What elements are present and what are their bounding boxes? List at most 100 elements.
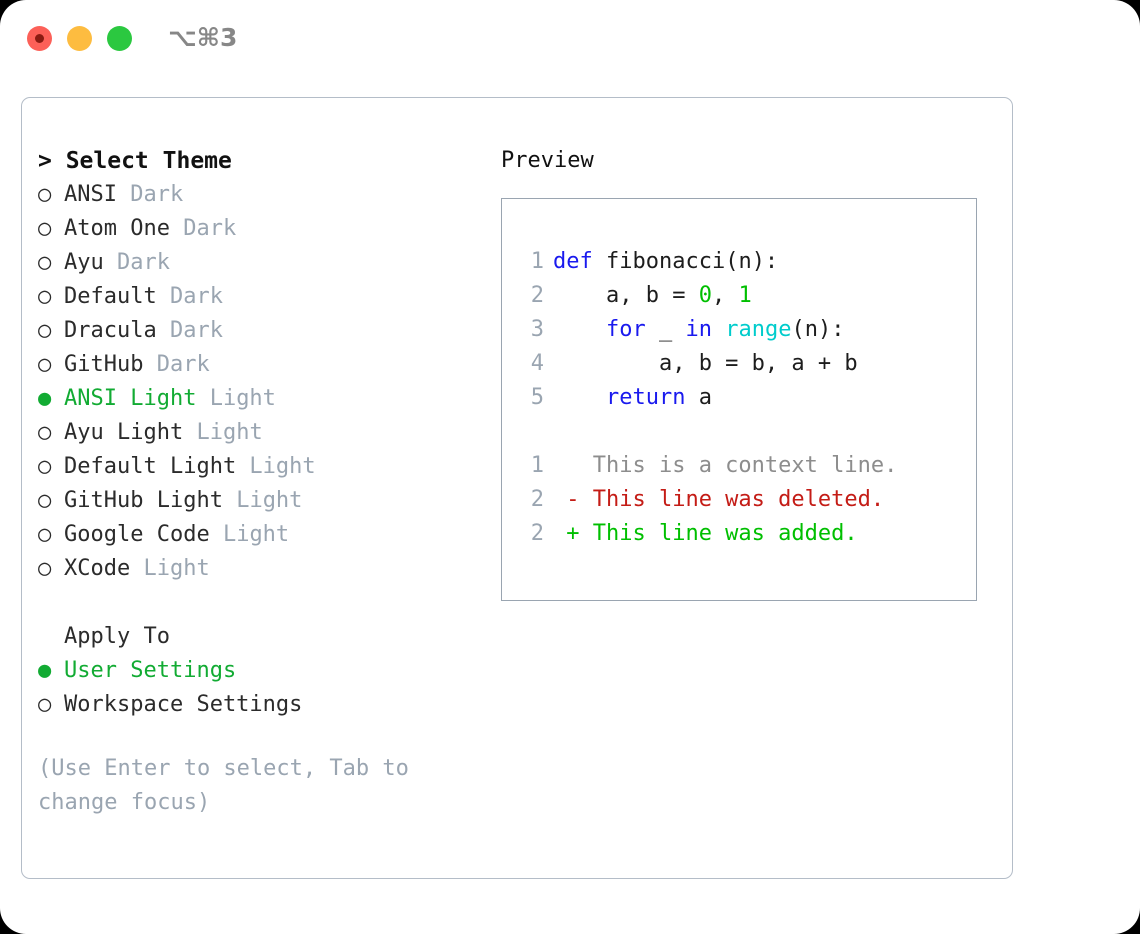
- line-number: 2: [530, 487, 544, 512]
- code-token: _: [645, 317, 686, 342]
- list-spacer: [38, 586, 458, 620]
- radio-unselected-icon: ○: [38, 488, 52, 513]
- theme-option[interactable]: ○ Atom One Dark: [38, 212, 458, 246]
- radio-unselected-icon: ○: [38, 216, 52, 241]
- radio-unselected-icon: ○: [38, 692, 52, 717]
- apply-to-list: ● User Settings ○ Workspace Settings: [38, 654, 458, 722]
- diff-line: 2 + This line was added.: [520, 517, 976, 551]
- code-token: [553, 385, 606, 410]
- theme-option-tag: Light: [183, 420, 263, 445]
- theme-option-label: Google Code: [64, 522, 210, 547]
- close-window-button[interactable]: [27, 26, 52, 51]
- radio-unselected-icon: ○: [38, 420, 52, 445]
- theme-option[interactable]: ●ANSI Light Light: [38, 382, 458, 416]
- code-line: 3 for _ in range(n):: [520, 313, 976, 347]
- apply-to-label: Apply To: [64, 624, 170, 649]
- radio-unselected-icon: ○: [38, 522, 52, 547]
- theme-option[interactable]: ○Ayu Dark: [38, 246, 458, 280]
- theme-option[interactable]: ○ GitHub Dark: [38, 348, 458, 382]
- theme-list: ○ANSI Dark○Atom One Dark○Ayu Dark○Defaul…: [38, 178, 458, 586]
- code-token: def: [553, 249, 593, 274]
- code-token: in: [685, 317, 712, 342]
- theme-option-label: ANSI: [64, 182, 117, 207]
- apply-to-indent: [38, 620, 64, 654]
- content-panel: > Select Theme ○ANSI Dark○Atom One Dark○…: [21, 97, 1013, 879]
- line-number: 2: [530, 283, 544, 308]
- apply-to-option[interactable]: ● User Settings: [38, 654, 458, 688]
- zoom-window-button[interactable]: [107, 26, 132, 51]
- line-number: 4: [530, 351, 544, 376]
- diff-line-text: This is a context line.: [553, 453, 898, 478]
- code-token: a: [685, 385, 712, 410]
- line-number: 3: [530, 317, 544, 342]
- theme-option-tag: Dark: [169, 216, 237, 241]
- radio-unselected-icon: ○: [38, 352, 52, 377]
- code-line: 5 return a: [520, 381, 976, 415]
- diff-sample: 1 This is a context line. 2 - This line w…: [520, 449, 976, 551]
- code-token: fibonacci(n):: [592, 249, 779, 274]
- theme-option-tag: Dark: [143, 352, 210, 377]
- theme-option[interactable]: ○Default Light Light: [38, 450, 458, 484]
- diff-line-text: - This line was deleted.: [553, 487, 885, 512]
- code-token: (n):: [791, 317, 845, 342]
- code-token: 1: [738, 283, 752, 308]
- theme-option[interactable]: ○ANSI Dark: [38, 178, 458, 212]
- theme-option[interactable]: ○ Google Code Light: [38, 518, 458, 552]
- theme-option-tag: Light: [222, 488, 303, 513]
- code-line: 2 a, b = 0, 1: [520, 279, 976, 313]
- theme-option-label: GitHub: [64, 352, 144, 377]
- theme-option[interactable]: ○ Ayu Light Light: [38, 416, 458, 450]
- keyboard-hint-text: (Use Enter to select, Tab to change focu…: [38, 756, 409, 815]
- preview-heading: Preview: [501, 148, 594, 173]
- code-token: ,: [711, 283, 739, 308]
- code-token: for: [605, 317, 646, 342]
- theme-option-tag: Dark: [156, 318, 223, 343]
- code-token: range: [725, 317, 792, 342]
- minimize-window-button[interactable]: [67, 26, 92, 51]
- theme-option[interactable]: ○ Default Dark: [38, 280, 458, 314]
- theme-option-label: GitHub Light: [64, 488, 223, 513]
- theme-option-label: XCode: [64, 556, 131, 581]
- radio-unselected-icon: ○: [38, 556, 52, 581]
- theme-option-label: Atom One: [64, 216, 170, 241]
- code-diff-gap: [520, 415, 976, 449]
- theme-option[interactable]: ○ Dracula Dark: [38, 314, 458, 348]
- diff-line-text: + This line was added.: [553, 521, 858, 546]
- radio-unselected-icon: ○: [38, 318, 52, 343]
- code-token: 0: [698, 283, 712, 308]
- theme-option-tag: Light: [130, 556, 210, 581]
- radio-unselected-icon: ○: [38, 284, 52, 309]
- theme-option-label: Ayu Light: [64, 420, 184, 445]
- code-token: [712, 317, 725, 342]
- apply-to-option-label: User Settings: [64, 658, 237, 683]
- theme-option-tag: Dark: [116, 182, 184, 207]
- code-token: return: [605, 385, 686, 410]
- select-theme-heading: > Select Theme: [38, 148, 232, 174]
- radio-unselected-icon: ○: [38, 250, 52, 275]
- code-token: a, b = b, a + b: [553, 351, 858, 376]
- theme-option-label: Default Light: [64, 454, 237, 479]
- radio-selected-icon: ●: [38, 658, 52, 683]
- code-token: a, b =: [553, 283, 699, 308]
- apply-to-option[interactable]: ○ Workspace Settings: [38, 688, 458, 722]
- theme-option[interactable]: ○ XCode Light: [38, 552, 458, 586]
- radio-selected-icon: ●: [38, 386, 52, 411]
- diff-line: 1 This is a context line.: [520, 449, 976, 483]
- theme-option[interactable]: ○ GitHub Light Light: [38, 484, 458, 518]
- theme-option-label: Ayu: [64, 250, 104, 275]
- theme-option-label: Default: [64, 284, 157, 309]
- theme-picker-column: > Select Theme ○ANSI Dark○Atom One Dark○…: [38, 144, 458, 820]
- line-number: 2: [530, 521, 544, 546]
- theme-option-tag: Light: [196, 386, 276, 411]
- theme-option-label: Dracula: [64, 318, 157, 343]
- title-bar: ⌥⌘3: [0, 0, 1140, 78]
- theme-option-tag: Light: [209, 522, 290, 547]
- theme-option-tag: Dark: [156, 284, 223, 309]
- code-line: 4 a, b = b, a + b: [520, 347, 976, 381]
- apply-to-option-label: Workspace Settings: [64, 692, 303, 717]
